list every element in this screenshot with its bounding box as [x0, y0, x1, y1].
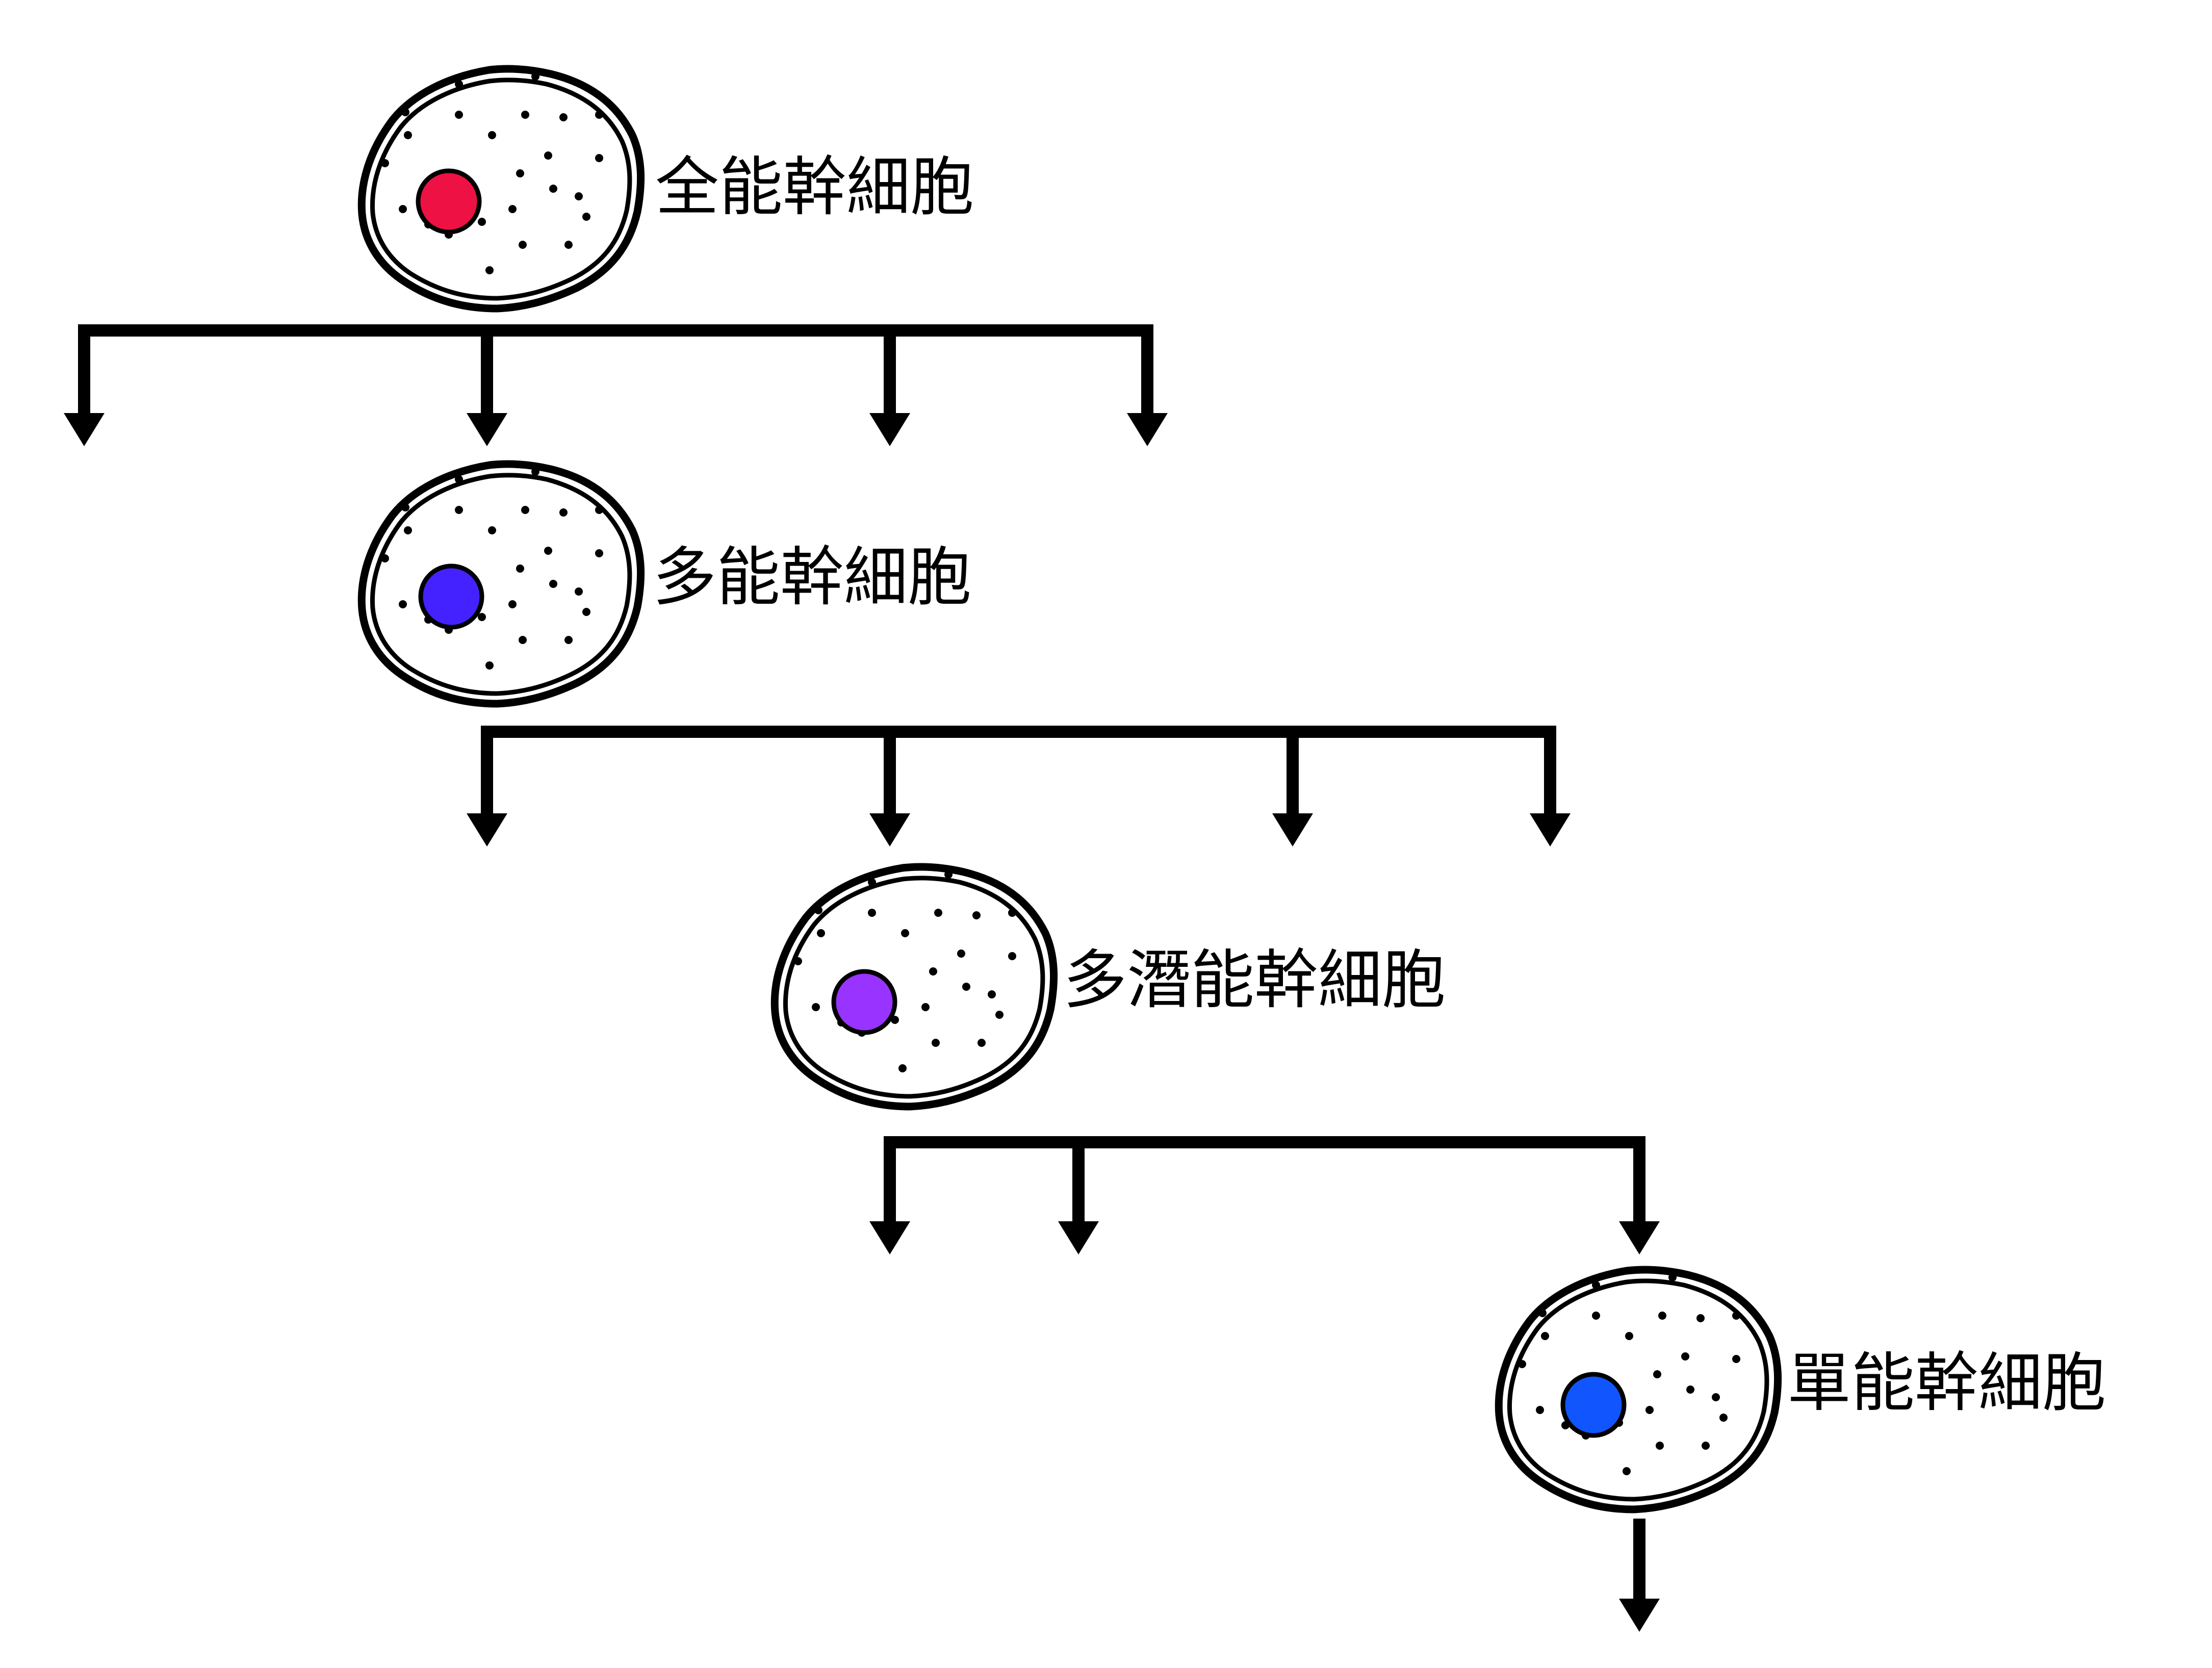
cell-multipotent	[775, 867, 1053, 1107]
arrow-head	[1127, 413, 1168, 446]
label-pluripotent: 多能幹細胞	[653, 541, 971, 614]
label-multipotent: 多潛能幹細胞	[1063, 943, 1446, 1017]
branch-unipotent	[1619, 1519, 1660, 1632]
arrow-head	[1058, 1221, 1099, 1254]
arrow-head	[1530, 813, 1571, 846]
branch-pluripotent	[467, 726, 1571, 846]
nucleus-totipotent	[416, 168, 482, 235]
branch-multipotent	[869, 1136, 1660, 1254]
arrow-head	[1619, 1221, 1660, 1254]
nucleus-multipotent	[831, 969, 897, 1035]
cell-unipotent	[1499, 1270, 1778, 1509]
nucleus-pluripotent	[418, 563, 484, 630]
arrow-head	[64, 413, 105, 446]
arrow-head	[1272, 813, 1313, 846]
cell-pluripotent	[362, 464, 640, 704]
branch-totipotent	[64, 324, 1168, 446]
arrow-head	[467, 813, 507, 846]
arrow-head	[869, 413, 910, 446]
arrow-head	[869, 813, 910, 846]
nucleus-unipotent	[1560, 1372, 1627, 1438]
arrow-head	[1619, 1599, 1660, 1632]
cell-body-multipotent	[775, 867, 1053, 1107]
cell-body-pluripotent	[362, 464, 640, 704]
arrow-head	[869, 1221, 910, 1254]
label-totipotent: 全能幹細胞	[655, 150, 974, 224]
cell-totipotent	[362, 69, 640, 309]
cell-body-unipotent	[1499, 1270, 1778, 1509]
cell-body-totipotent	[362, 69, 640, 309]
label-unipotent: 單能幹細胞	[1787, 1346, 2106, 1420]
arrow-head	[467, 413, 507, 446]
